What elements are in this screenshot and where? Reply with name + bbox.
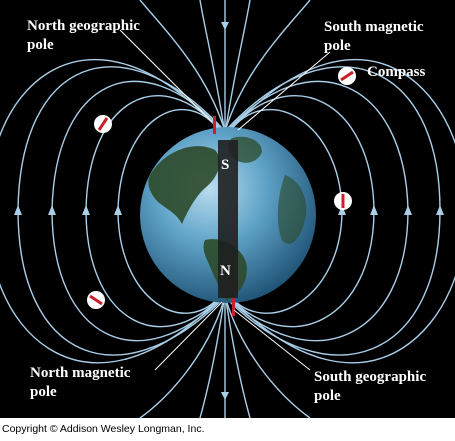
south-pole-marker [232, 298, 235, 316]
compass-top-right [338, 67, 356, 85]
pointer-lines [119, 29, 331, 371]
magnet-top-letter: S [221, 157, 229, 173]
compass-left-upper [94, 115, 112, 133]
field-arrows [14, 22, 444, 400]
label-south-geographic-line1: South geographic [314, 369, 426, 385]
label-north-magnetic-line1: North magnetic [30, 365, 131, 381]
compass-left-lower [87, 291, 105, 309]
label-south-magnetic-line2: pole [324, 38, 351, 54]
field-lines [0, 0, 455, 419]
label-north-geographic-line2: pole [27, 37, 54, 53]
magnet-bottom-letter: N [220, 263, 231, 279]
label-south-magnetic-line1: South magnetic [324, 19, 424, 35]
label-north-magnetic-line2: pole [30, 384, 57, 400]
label-north-geographic-line1: North geographic [27, 18, 140, 34]
compass-right-middle [334, 192, 352, 210]
label-south-geographic-line2: pole [314, 388, 341, 404]
continent-africa [277, 175, 307, 244]
label-compass: Compass [367, 64, 426, 80]
north-pole-marker [213, 116, 216, 134]
continent-north-america [148, 146, 220, 224]
copyright-text: Copyright © Addison Wesley Longman, Inc. [2, 423, 204, 435]
bar-magnet [218, 140, 238, 298]
